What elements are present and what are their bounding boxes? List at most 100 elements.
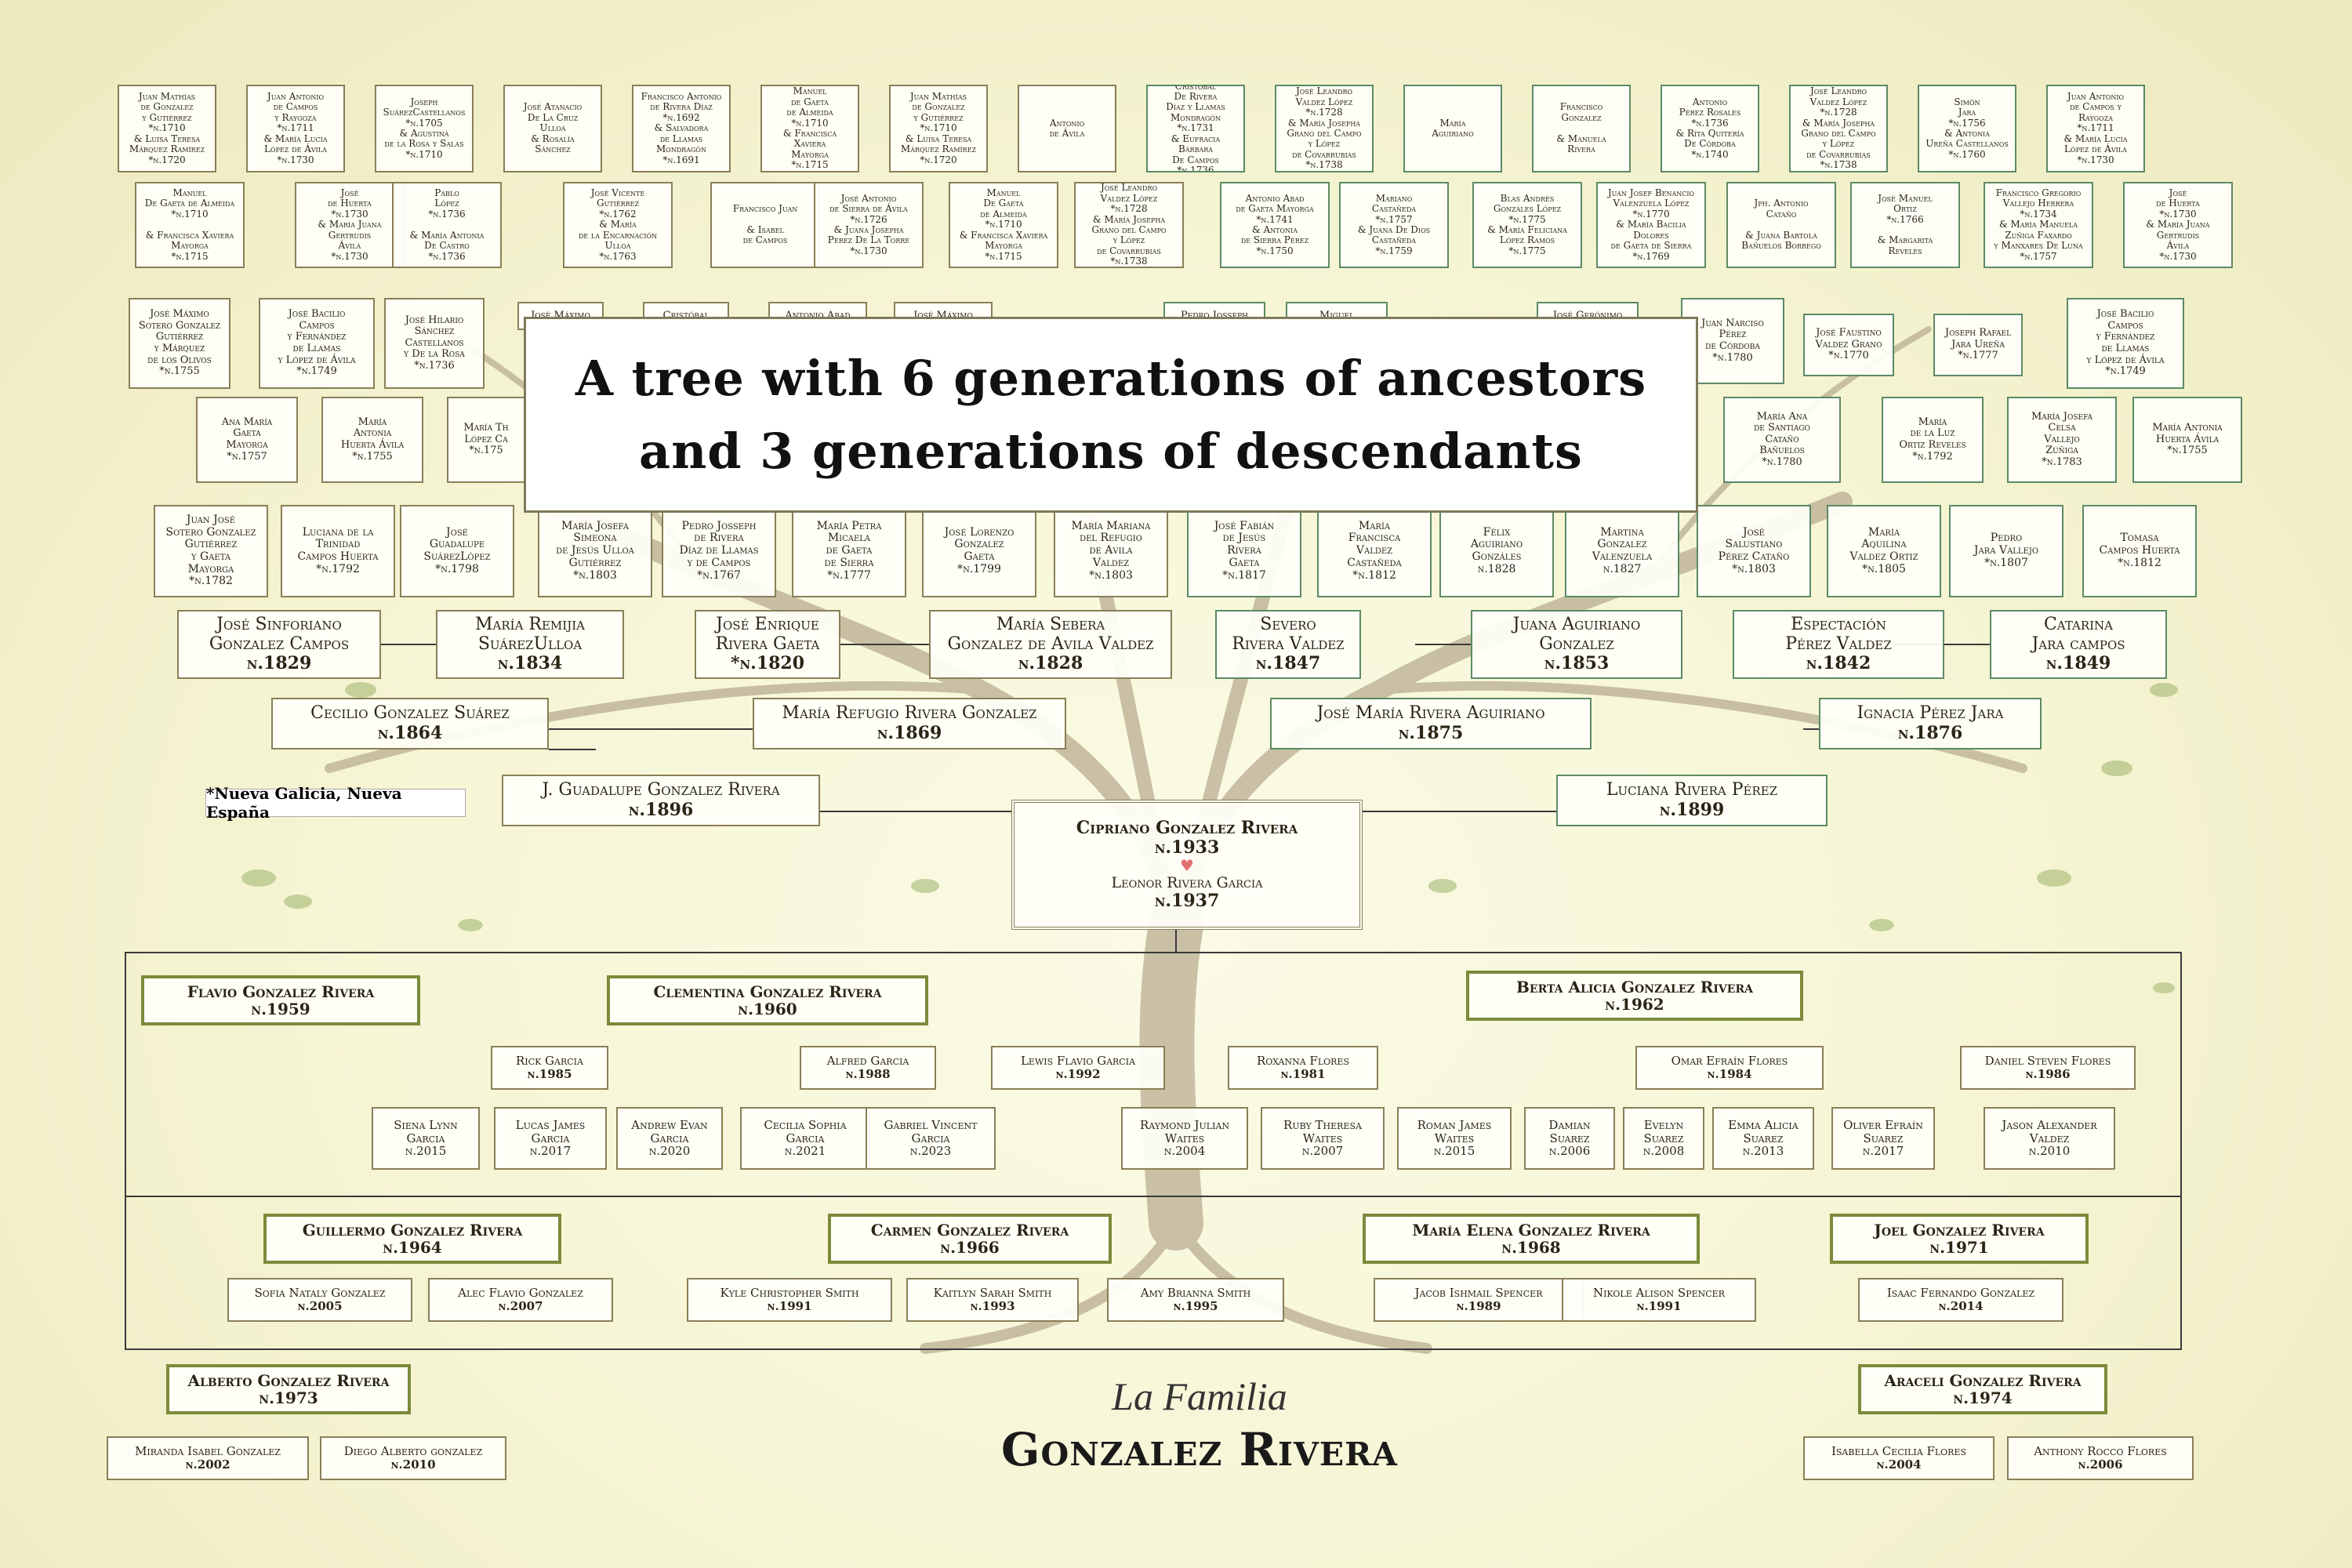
child-box-name: Alberto Gonzalez Rivera (187, 1370, 390, 1390)
grandchild-box-name: Isabella Cecilia Flores (1831, 1444, 1967, 1459)
great-grandchild-box-text: Cecilia Sophia Garcia n.2021 (764, 1117, 847, 1159)
grandchild-box-birth: n.2004 (1876, 1457, 1922, 1472)
child-box-birth: n.1959 (251, 1000, 310, 1018)
child-box-birth: n.1974 (1953, 1388, 2013, 1407)
ancestor-g6-box: Juan Narciso Pérez de Córdoba *n.1780 (1681, 298, 1784, 384)
ancestor-g7-box: Pablo López *n.1736 & María Antonia De C… (392, 182, 502, 268)
grandchild-box-name: Kaitlyn Sarah Smith (933, 1286, 1052, 1301)
grandchild-box-birth: n.2005 (297, 1299, 343, 1313)
ancestor-g7-box: Francisco Juan & Isabel de Campos (710, 182, 820, 268)
grandchild-box-name: Roxanna Flores (1256, 1054, 1350, 1069)
ancestor-g5-box: María Aquilina Valdez Ortiz *n.1805 (1827, 505, 1941, 597)
ancestor-g6-box: Joseph Rafael Jara Ureña *n.1777 (1933, 314, 2023, 376)
ancestor-g6-box: Ana María Gaeta Mayorga *n.1757 (196, 397, 298, 483)
ancestor-g7-box: Antonio Abad de Gaeta Mayorga *n.1741 & … (1220, 182, 1330, 268)
great-grandchild-box-text: Emma Alicia Suarez n.2013 (1728, 1117, 1798, 1159)
ancestor-g7-box-text: Francisco Gregorio Vallejo Herrera *n.17… (1994, 187, 2083, 262)
ancestor-g6-box: María Antonia Huerta Ávila *n.1755 (2132, 397, 2242, 483)
child-box-name: María Elena Gonzalez Rivera (1412, 1220, 1650, 1240)
grandchild-box-birth: n.1988 (845, 1067, 891, 1081)
child-box-birth: n.1962 (1605, 995, 1664, 1014)
ancestor-g5-box-text: María Petra Micaela de Gaeta de Sierra *… (816, 519, 882, 582)
parent-box-name: J. Guadalupe Gonzalez Rivera (542, 780, 780, 800)
ancestor-g5-box-text: Martina Gonzalez Valenzuela n.1827 (1592, 525, 1653, 575)
ancestor-g8-box: Antonio Pérez Rosales *n.1736 & Rita Qui… (1661, 85, 1759, 172)
great-grandparent-box-birth: *n.1820 (730, 653, 805, 674)
spouse-name: Leonor Rivera Garcia (1111, 873, 1263, 891)
great-grandparent-box-name: Severo Rivera Valdez (1232, 615, 1345, 654)
great-grandchild-box: Damian Suarez n.2006 (1524, 1107, 1615, 1170)
child-box-name: Carmen Gonzalez Rivera (870, 1220, 1069, 1240)
ancestor-g5-box-text: María Mariana del Refugio de Avila Valde… (1071, 519, 1151, 582)
grandchild-box-name: Omar Efraín Flores (1671, 1054, 1788, 1069)
grandchild-box-birth: n.1985 (527, 1067, 572, 1081)
ancestor-g6-box: José Bacilio Campos y Fernández de Llama… (259, 298, 375, 389)
ancestor-g6-box-text: José Máximo Sotero Gonzalez Gutiérrez y … (138, 308, 221, 378)
great-grandparent-box-name: Espectación Pérez Valdez (1785, 615, 1892, 654)
child-box-birth: n.1971 (1929, 1238, 1989, 1257)
ancestor-g7-box-text: Mariano Castañeda *n.1757 & Juana De Dio… (1357, 192, 1431, 256)
ancestor-g7-box-text: José Vicente Gutiérrez *n.1762 & María d… (578, 187, 658, 262)
great-grandparent-box-birth: n.1849 (2045, 653, 2111, 674)
grandparent-box-name: José María Rivera Aguiriano (1316, 703, 1545, 724)
ancestor-g8-box-text: Antonio Pérez Rosales *n.1736 & Rita Qui… (1675, 96, 1744, 160)
child-box-birth: n.1966 (940, 1238, 1000, 1257)
ancestor-g7-box: Juan Josef Benancio Valenzuela López *n.… (1596, 182, 1706, 268)
ancestor-g8-box: Cristóbal De Rivera Díaz y Llamas Mondra… (1146, 85, 1245, 172)
ancestor-g7-box: Jph. Antonio Cataño & Juana Bartola Bañu… (1726, 182, 1836, 268)
ancestor-g8-box-text: José Leandro Valdez López *n.1728 & Marí… (1801, 85, 1876, 171)
grandchild-box-birth: n.2002 (185, 1457, 230, 1472)
ancestor-g5-box: Tomasa Campos Huerta *n.1812 (2082, 505, 2197, 597)
ancestor-g6-box-text: María Antonia Huerta Ávila *n.1755 (2152, 422, 2223, 457)
grandchild-box-name: Amy Brianna Smith (1140, 1286, 1251, 1301)
ancestor-g8-box: José Atanacio De La Cruz Ulloa & Rosalía… (503, 85, 602, 172)
ancestor-g8-box: José Leandro Valdez López *n.1728 & Marí… (1789, 85, 1888, 172)
grandchild-box-name: Kyle Christopher Smith (720, 1286, 859, 1301)
ancestor-g6-box: José Máximo Sotero Gonzalez Gutiérrez y … (129, 298, 230, 389)
ancestor-g5-box: José Lorenzo Gonzalez Gaeta *n.1799 (922, 505, 1036, 597)
great-grandchild-box: Siena Lynn Garcia n.2015 (372, 1107, 480, 1170)
great-grandchild-box-text: Damian Suarez n.2006 (1548, 1117, 1591, 1159)
ancestor-g5-box-text: Juan José Sotero Gonzalez Gutiérrez y Ga… (165, 513, 256, 588)
ancestor-g6-box: María Antonia Huerta Ávila *n.1755 (321, 397, 423, 483)
ancestor-g5-box: Pedro Jara Vallejo *n.1807 (1949, 505, 2063, 597)
parent-box-birth: n.1899 (1659, 800, 1725, 820)
ancestor-g7-box-text: José Antonio de Sierra de Ávila *n.1726 … (827, 192, 910, 256)
great-grandchild-box: Lucas James Garcia n.2017 (494, 1107, 607, 1170)
great-grandparent-box-name: José Enrique Rivera Gaeta (715, 615, 820, 654)
ancestor-g8-box: Manuel de Gaeta de Almeida *n.1710 & Fra… (760, 85, 859, 172)
child-box-birth: n.1964 (383, 1238, 442, 1257)
ancestor-g6-box-text: Joseph Rafael Jara Ureña *n.1777 (1944, 327, 2012, 362)
title-line-2: and 3 generations of descendants (639, 423, 1583, 480)
grandchild-box-birth: n.1984 (1707, 1067, 1752, 1081)
ancestor-g7-box-text: Manuel De Gaeta de Almeida *n.1710 & Fra… (959, 187, 1048, 262)
ancestor-g5-box-text: Luciana de la Trinidad Campos Huerta *n.… (297, 525, 379, 575)
ancestor-g8-box-text: Juan Antonio de Campos y Raygoza *n.1711… (2063, 90, 2128, 165)
ancestor-g8-box-text: Manuel de Gaeta de Almeida *n.1710 & Fra… (782, 85, 837, 171)
ancestor-g7-box-text: Juan Josef Benancio Valenzuela López *n.… (1607, 187, 1695, 262)
grandchild-box-name: Anthony Rocco Flores (2034, 1444, 2167, 1459)
ancestor-g6-box-text: María Josefa Celsa Vallejo Zúñiga *n.178… (2031, 410, 2093, 468)
ancestor-g7-box: José de Huerta *n.1730 & María Juana Ger… (295, 182, 405, 268)
grandparent-box-birth: n.1864 (377, 723, 443, 743)
ancestor-g6-box-text: María Antonia Huerta Ávila *n.1755 (340, 416, 405, 463)
great-grandchild-box-text: Siena Lynn Garcia n.2015 (394, 1117, 458, 1159)
footnote-note: *Nueva Galicia, Nueva España (205, 784, 466, 822)
ancestor-g5-box-text: José Salustiano Pérez Cataño *n.1803 (1718, 525, 1790, 575)
grandchild-box-birth: n.1995 (1173, 1299, 1218, 1313)
